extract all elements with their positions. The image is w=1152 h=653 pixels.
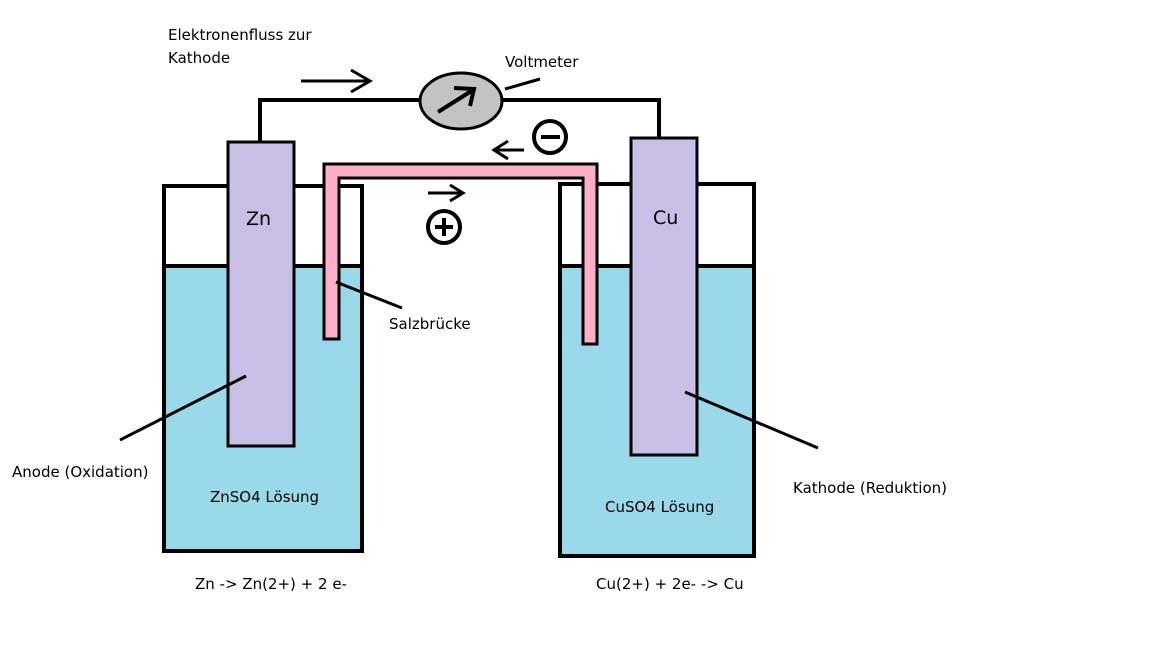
electron-flow-label-line1: Elektronenfluss zur bbox=[168, 26, 312, 44]
cation-flow-arrow-icon bbox=[428, 183, 466, 203]
zn-reaction-label: Zn -> Zn(2+) + 2 e- bbox=[195, 575, 347, 593]
cu-electrode bbox=[629, 136, 699, 457]
anion-flow-arrow-icon bbox=[491, 139, 524, 161]
plus-ion-icon bbox=[426, 209, 462, 245]
cu-electrode-label: Cu bbox=[653, 207, 678, 229]
zn-electrode bbox=[226, 140, 296, 448]
voltmeter-pointer-line bbox=[504, 77, 541, 91]
anode-leader-line bbox=[119, 374, 247, 442]
salt-bridge-leader-line bbox=[335, 280, 403, 310]
cathode-label: Kathode (Reduktion) bbox=[793, 479, 947, 497]
cu-solution-label: CuSO4 Lösung bbox=[605, 498, 714, 516]
voltmeter-body bbox=[418, 71, 504, 131]
minus-ion-icon bbox=[532, 119, 568, 155]
salt-bridge bbox=[322, 162, 599, 346]
cu-reaction-label: Cu(2+) + 2e- -> Cu bbox=[596, 575, 744, 593]
zn-electrode-label: Zn bbox=[246, 208, 271, 230]
voltmeter-needle-icon bbox=[436, 86, 477, 114]
electron-flow-label-line2: Kathode bbox=[168, 49, 230, 67]
zn-solution-label: ZnSO4 Lösung bbox=[210, 488, 319, 506]
wire bbox=[258, 98, 421, 142]
wire-right bbox=[501, 98, 661, 138]
voltmeter bbox=[418, 71, 541, 131]
anode-label: Anode (Oxidation) bbox=[12, 463, 148, 481]
voltmeter-label: Voltmeter bbox=[505, 53, 579, 71]
salt-bridge-label: Salzbrücke bbox=[389, 315, 471, 333]
cathode-leader-line bbox=[684, 390, 819, 450]
electron-flow-arrow-icon bbox=[301, 68, 373, 94]
